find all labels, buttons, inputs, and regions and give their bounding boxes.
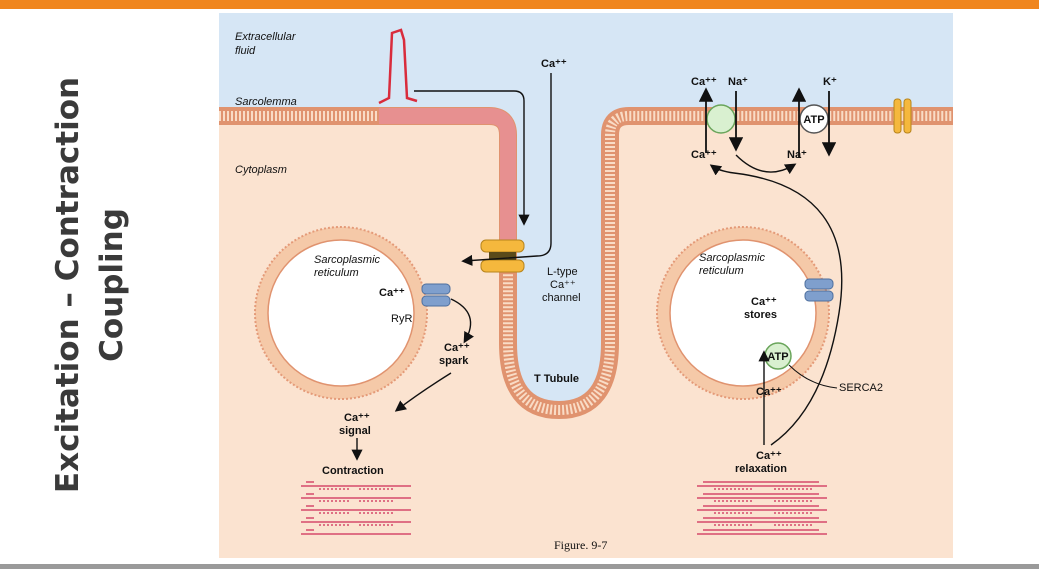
right-sr-channel: [804, 278, 834, 302]
sarcomere-right: [697, 481, 827, 535]
extracellular-label-2: fluid: [235, 45, 256, 57]
contraction-label: Contraction: [322, 465, 384, 477]
t-tubule-label: T Tubule: [534, 373, 579, 385]
ap-to-channel-arrow: [414, 90, 530, 226]
membrane-channel-right: [893, 98, 912, 134]
left-sr-title-2: reticulum: [314, 267, 359, 279]
spark-label-1: Ca⁺⁺: [444, 342, 470, 354]
ec-coupling-figure: ATP ATP Extracellular fluid Sarcolemma C…: [219, 13, 953, 558]
exchanger-ca-in-label: Ca⁺⁺: [691, 149, 717, 161]
signal-label-1: Ca⁺⁺: [344, 412, 370, 424]
serca-atp-label: ATP: [767, 351, 788, 363]
na-k-atpase: [799, 104, 829, 134]
relaxation-label-1: Ca⁺⁺: [756, 450, 782, 462]
bottom-divider: [0, 564, 1039, 569]
stores-label-2: stores: [744, 309, 777, 321]
na-loop-arrow: [735, 154, 797, 175]
pump-na-in-label: Na⁺: [787, 149, 807, 161]
l-type-label-2: Ca⁺⁺: [550, 279, 576, 291]
sarcolemma-label: Sarcolemma: [235, 96, 297, 108]
action-potential-trace: [378, 28, 418, 105]
depolarized-membrane-segment: [379, 108, 516, 253]
top-accent-bar: [0, 0, 1039, 9]
right-sr-title-2: reticulum: [699, 265, 744, 277]
exchanger-ca-out-label: Ca⁺⁺: [691, 76, 717, 88]
spark-to-signal-arrow: [394, 372, 452, 412]
serca-ca-label: Ca⁺⁺: [756, 386, 782, 398]
figure-caption: Figure. 9-7: [554, 538, 607, 552]
ca-entry-arrow: [461, 73, 552, 267]
left-sr-ca-label: Ca⁺⁺: [379, 287, 405, 299]
l-type-label-1: L-type: [547, 266, 578, 278]
na-k-atp-label: ATP: [803, 114, 824, 126]
sarcomere-left: [301, 481, 411, 535]
spark-label-2: spark: [439, 355, 469, 367]
ryr-label: RyR: [391, 313, 412, 325]
ryr-release-arrow: [450, 298, 475, 344]
extracellular-label: Extracellular: [235, 31, 297, 43]
left-sr-lumen: [267, 239, 415, 387]
left-sr-title: Sarcoplasmic: [314, 254, 381, 266]
serca2-label: SERCA2: [839, 382, 883, 394]
stores-label-1: Ca⁺⁺: [751, 296, 777, 308]
relaxation-label-2: relaxation: [735, 463, 787, 475]
slide-title-line-2: Coupling: [94, 208, 130, 362]
slide-title-line-1: Excitation – Contraction: [50, 76, 86, 494]
ryr-channel: [421, 283, 451, 307]
na-ca-exchanger: [706, 104, 736, 134]
slide-title: Excitation – Contraction Coupling: [46, 55, 134, 515]
l-type-channel: [480, 239, 525, 273]
signal-label-2: signal: [339, 425, 371, 437]
relaxation-to-exchanger-arrow: [709, 164, 843, 446]
l-type-label-3: channel: [542, 292, 581, 304]
right-sr-title: Sarcoplasmic: [699, 252, 766, 264]
pump-k-out-label: K⁺: [823, 76, 837, 88]
cytoplasm-label: Cytoplasm: [235, 164, 287, 176]
l-type-ca-top: Ca⁺⁺: [541, 58, 567, 70]
exchanger-na-out-label: Na⁺: [728, 76, 748, 88]
serca2-pointer: [788, 364, 838, 389]
